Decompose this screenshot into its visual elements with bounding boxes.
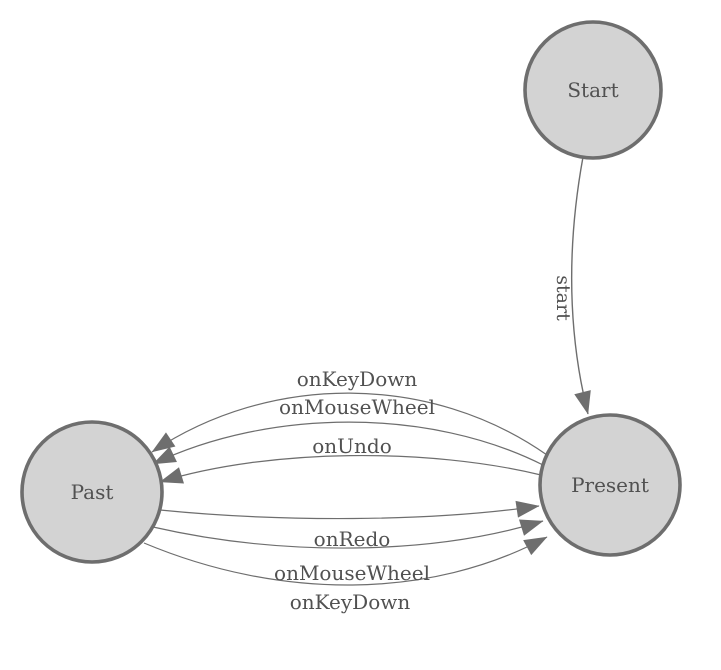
- edge-past-to-present-onkeydown: [143, 536, 548, 586]
- state-node-past-label: Past: [71, 480, 114, 504]
- state-node-past-circle: [20, 420, 164, 564]
- edge-label-start: start: [552, 275, 574, 321]
- state-node-past: Past: [20, 420, 164, 564]
- edge-past-to-present-onredo: [159, 500, 540, 520]
- edge-start-to-present: [570, 156, 591, 415]
- edge-present-to-past-onmousewheel: [152, 421, 544, 466]
- edge-label-onmousewheel-bottom: onMouseWheel: [274, 561, 430, 585]
- edge-label-onredo: onRedo: [314, 527, 391, 551]
- edge-present-to-past-onundo: [159, 454, 542, 484]
- state-node-present-label: Present: [571, 473, 649, 497]
- state-node-start-label: Start: [567, 78, 618, 102]
- edge-label-onkeydown-bottom: onKeyDown: [290, 590, 411, 614]
- state-node-present-circle: [538, 413, 682, 557]
- edge-group: [143, 156, 591, 586]
- edge-label-group: start onKeyDown onMouseWheel onUndo onRe…: [274, 275, 574, 614]
- state-node-start: Start: [523, 20, 663, 160]
- edge-label-onmousewheel-top: onMouseWheel: [279, 395, 435, 419]
- edge-past-to-present-onmousewheel: [152, 519, 544, 549]
- edge-present-to-past-onkeydown: [151, 392, 548, 456]
- edge-label-onundo: onUndo: [312, 434, 392, 458]
- edge-label-onkeydown-top: onKeyDown: [297, 367, 418, 391]
- state-node-present: Present: [538, 413, 682, 557]
- state-node-start-circle: [523, 20, 663, 160]
